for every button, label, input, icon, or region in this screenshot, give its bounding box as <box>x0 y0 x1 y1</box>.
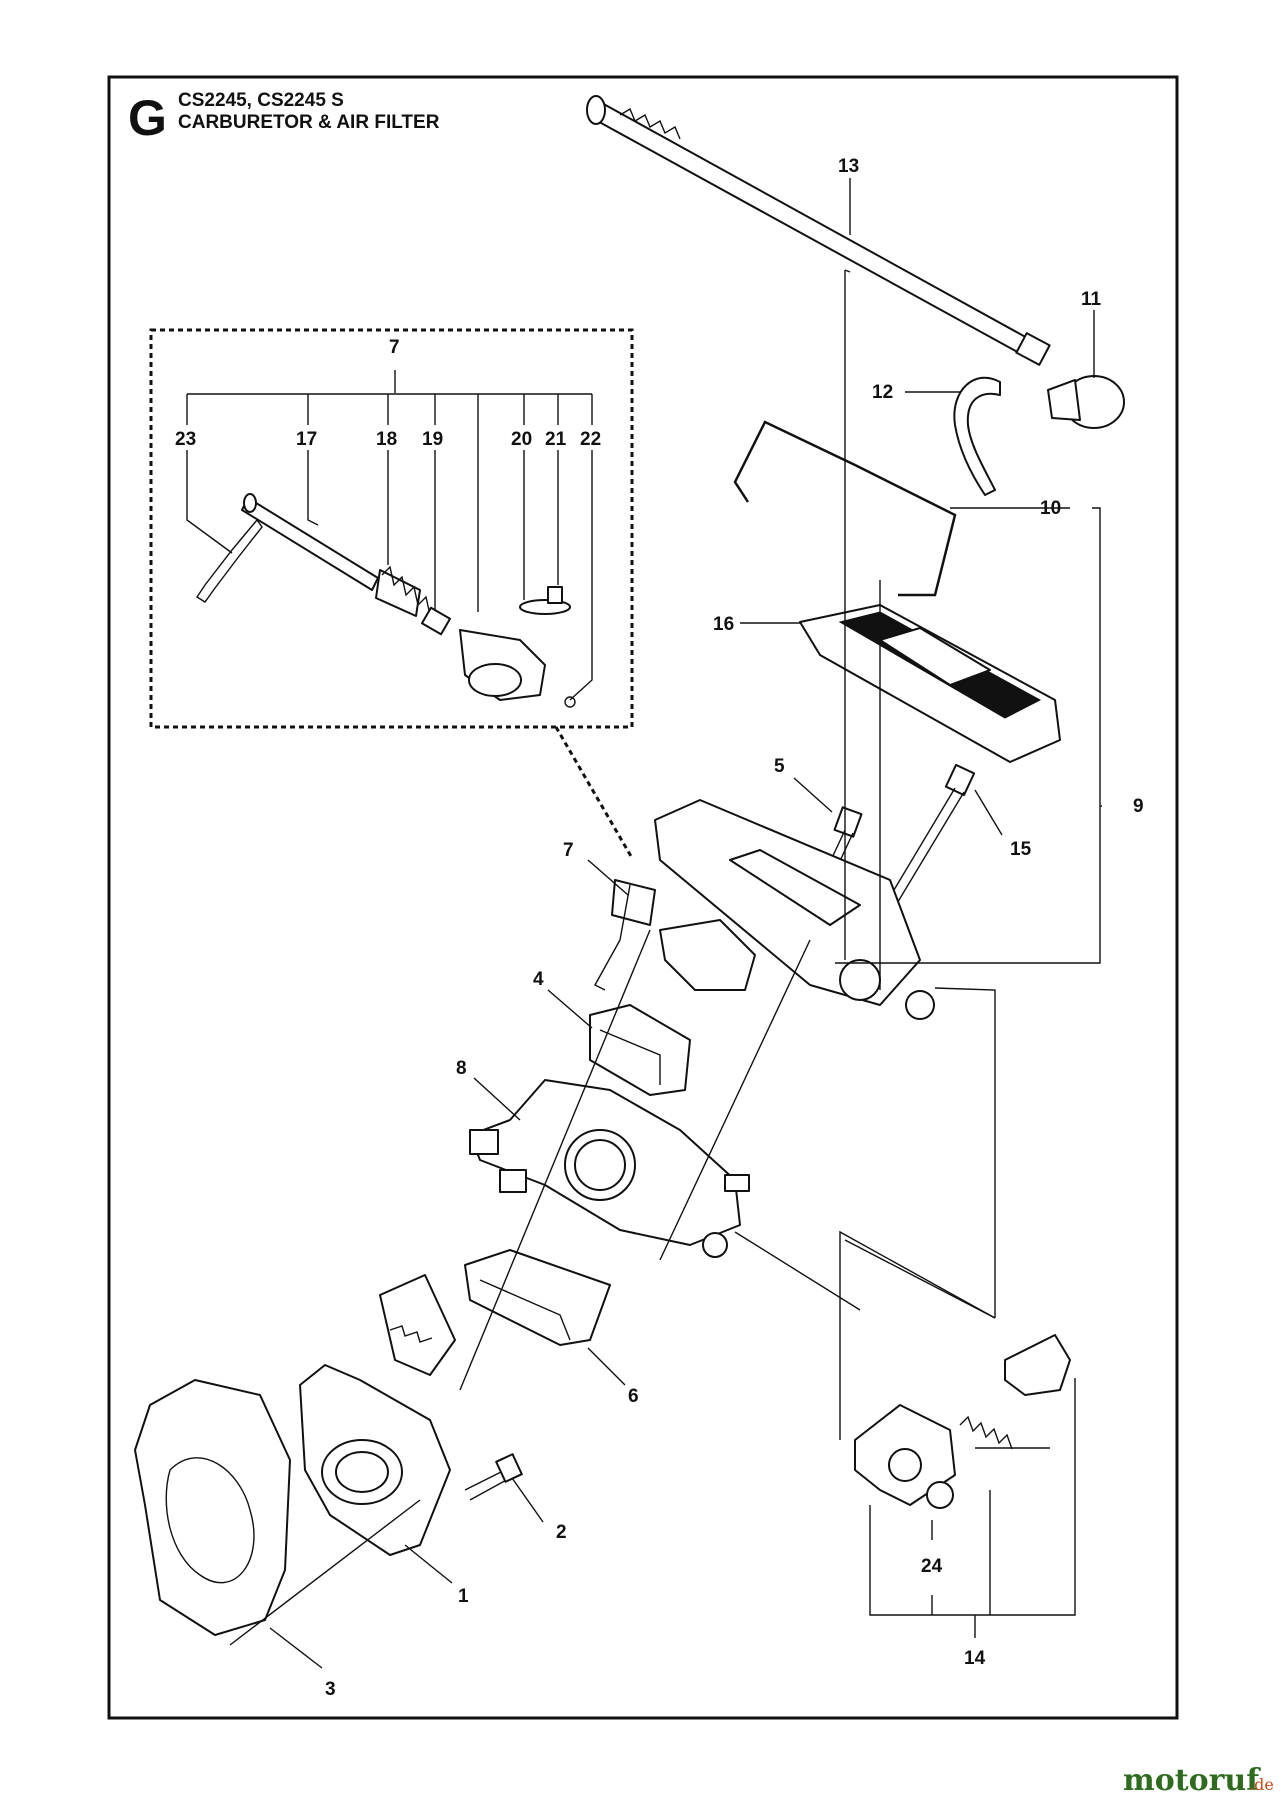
inset-parts <box>196 493 576 708</box>
inset-bracket <box>186 370 593 701</box>
intake-adapter-1 <box>299 1364 451 1556</box>
callout-18: 18 <box>376 429 397 450</box>
callout-5: 5 <box>774 756 785 777</box>
callout-10: 10 <box>1040 498 1061 519</box>
callout-15: 15 <box>1010 839 1032 860</box>
callout-7: 7 <box>563 840 574 861</box>
carburetor-8 <box>469 1079 750 1258</box>
callout-14: 14 <box>964 1648 986 1669</box>
screw-2 <box>464 1453 523 1501</box>
callout-12: 12 <box>872 382 893 403</box>
callout-19: 19 <box>422 429 443 450</box>
watermark-suffix: .de <box>1249 1775 1274 1794</box>
inset-box <box>149 328 634 729</box>
callout-17: 17 <box>296 429 317 450</box>
insulator-4 <box>589 1004 691 1096</box>
callout-8: 8 <box>456 1058 467 1079</box>
callout-11: 11 <box>1081 289 1102 310</box>
gasket-6 <box>464 1249 611 1346</box>
callout-1: 1 <box>458 1586 469 1607</box>
callout-2: 2 <box>556 1522 567 1543</box>
choke-housing <box>654 799 935 1020</box>
callout-21: 21 <box>545 429 567 450</box>
callout-3: 3 <box>325 1679 336 1700</box>
callout-7-inset: 7 <box>389 337 400 358</box>
air-filter <box>799 604 1061 763</box>
section-letter: G <box>128 90 167 146</box>
leader-lines <box>229 178 1102 1669</box>
watermark-brand: motoruf <box>1123 1763 1261 1798</box>
diagram-frame <box>107 75 1179 1720</box>
callout-20: 20 <box>511 429 532 450</box>
primer-bulb <box>1047 375 1125 429</box>
callout-6: 6 <box>628 1386 639 1407</box>
choke-rod <box>586 95 1051 366</box>
intake-boot <box>379 1274 456 1376</box>
inset-spring <box>381 565 431 616</box>
callout-24: 24 <box>921 1556 943 1577</box>
callout-13: 13 <box>838 156 859 177</box>
filter-base-3 <box>134 1379 291 1636</box>
callout-23: 23 <box>175 429 196 450</box>
diagram-title: CARBURETOR & AIR FILTER <box>178 112 440 133</box>
callout-22: 22 <box>580 429 601 450</box>
hose-12 <box>953 376 1001 496</box>
model-numbers: CS2245, CS2245 S <box>178 90 344 111</box>
callout-4: 4 <box>533 969 544 990</box>
wire-bracket <box>733 420 957 597</box>
callout-16: 16 <box>713 614 734 635</box>
inset-pointer <box>554 726 634 859</box>
choke-lever-assembly-14 <box>854 1334 1071 1509</box>
callout-9: 9 <box>1133 796 1144 817</box>
screw-15 <box>884 763 976 911</box>
